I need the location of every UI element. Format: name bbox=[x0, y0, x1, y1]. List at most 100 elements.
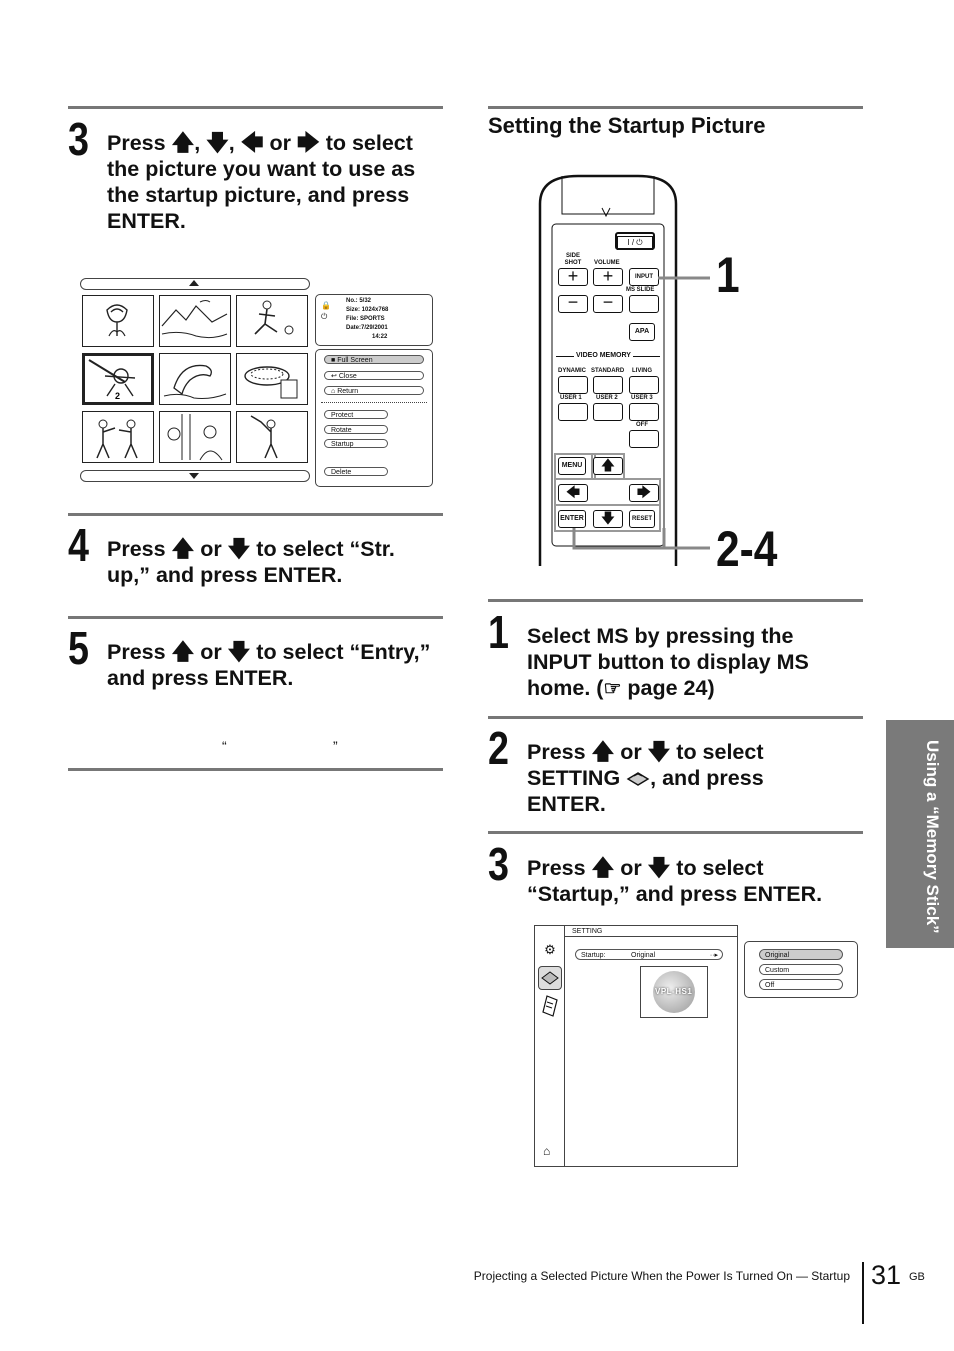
menu-startup[interactable]: Startup bbox=[324, 439, 388, 448]
side-shot-minus-button[interactable]: − bbox=[558, 293, 588, 313]
user3-button[interactable] bbox=[629, 403, 659, 421]
thumbnail-people[interactable] bbox=[159, 411, 231, 463]
step-number-5: 5 bbox=[68, 622, 89, 674]
option-off[interactable]: Off bbox=[759, 979, 843, 990]
word-press: Press bbox=[107, 131, 166, 155]
off-button[interactable] bbox=[629, 430, 659, 448]
picture-select-screen: 2 🔒 ⏻ No.: 5/32 Size: 1024x768 File: SPO… bbox=[80, 276, 433, 488]
option-custom[interactable]: Custom bbox=[759, 964, 843, 975]
region-label: GB bbox=[909, 1271, 925, 1283]
rule-right-step3 bbox=[488, 831, 863, 834]
logo-text: VPL-HS1 bbox=[655, 987, 693, 996]
arrow-up-icon: 🡅 bbox=[171, 130, 195, 155]
standard-button[interactable] bbox=[593, 376, 623, 394]
off-label: OFF bbox=[636, 422, 648, 428]
power-button[interactable]: I / ⏻ bbox=[615, 232, 655, 250]
side-shot-plus-button[interactable]: + bbox=[558, 267, 588, 286]
reset-button[interactable]: RESET bbox=[629, 510, 655, 528]
dynamic-button[interactable] bbox=[558, 376, 588, 394]
right-step2-instruction: Press 🡅 or 🡇 to select SETTING , and pre… bbox=[527, 739, 764, 816]
menu-full-screen[interactable]: ■ Full Screen bbox=[324, 355, 424, 364]
lock-icon: 🔒 bbox=[321, 301, 331, 310]
info-date: Date:7/29/2001 bbox=[346, 325, 388, 331]
menu-rotate[interactable]: Rotate bbox=[324, 425, 388, 434]
ms-home-icon[interactable]: ⚙ bbox=[544, 942, 556, 957]
apa-button[interactable]: APA bbox=[629, 323, 655, 341]
thumbnail-boxing[interactable] bbox=[82, 411, 154, 463]
startup-setting-row[interactable]: Startup:Original ··▸ bbox=[575, 949, 723, 960]
menu-return[interactable]: ⌂ Return bbox=[324, 386, 424, 395]
thumbnail-golf[interactable] bbox=[236, 411, 308, 463]
volume-plus-button[interactable]: + bbox=[593, 267, 623, 286]
page-number: 31 bbox=[871, 1260, 902, 1290]
triangle-down-icon bbox=[189, 473, 199, 479]
info-time: 14:22 bbox=[372, 334, 388, 340]
callout-lines bbox=[572, 276, 710, 550]
volume-minus-button[interactable]: − bbox=[593, 293, 623, 313]
rule-top-right bbox=[488, 106, 863, 109]
menu-button[interactable]: MENU bbox=[558, 457, 586, 475]
user2-button[interactable] bbox=[593, 403, 623, 421]
rule-right-step2 bbox=[488, 716, 863, 719]
setting-screen: SETTING ⚙ ⌂ Startup:Original ··▸ VPL-HS1 bbox=[534, 925, 738, 1167]
scroll-down-bar[interactable] bbox=[80, 470, 310, 482]
video-memory-label: VIDEO MEMORY bbox=[574, 352, 633, 359]
dynamic-label: DYNAMIC bbox=[558, 368, 586, 374]
right-arrow-button[interactable]: 🡆 bbox=[629, 484, 659, 502]
up-arrow-button[interactable]: 🡅 bbox=[593, 457, 623, 475]
setting-sidebar-divider bbox=[564, 926, 565, 1166]
right-step3-instruction: Press 🡅 or 🡇 to select “Startup,” and pr… bbox=[527, 855, 823, 906]
thumbnail-dolphin[interactable] bbox=[159, 353, 231, 405]
user1-button[interactable] bbox=[558, 403, 588, 421]
menu-delete[interactable]: Delete bbox=[324, 467, 388, 476]
menu-close[interactable]: ↩ Close bbox=[324, 371, 424, 380]
highlight-frame-bottom bbox=[554, 504, 661, 532]
user3-label: USER 3 bbox=[631, 395, 653, 401]
section-heading: Setting the Startup Picture bbox=[488, 113, 766, 138]
ms-slide-button[interactable] bbox=[629, 295, 659, 313]
enter-button[interactable]: ENTER bbox=[558, 510, 586, 528]
thumbnail-soccer[interactable] bbox=[236, 295, 308, 347]
thumbnail-flower[interactable] bbox=[82, 295, 154, 347]
side-tab-text: Using a “Memory Stick” bbox=[923, 740, 942, 934]
right-step-number-2: 2 bbox=[488, 722, 509, 774]
user1-label: USER 1 bbox=[560, 395, 582, 401]
startup-preview: VPL-HS1 bbox=[640, 966, 708, 1018]
scroll-up-bar[interactable] bbox=[80, 278, 310, 290]
down-arrow-button[interactable]: 🡇 bbox=[593, 510, 623, 528]
thumbnail-baseball-selected[interactable]: 2 bbox=[82, 353, 154, 405]
remote-control: I / ⏻ SIDE SHOT VOLUME + + INPUT MS SLID… bbox=[538, 174, 678, 566]
option-original[interactable]: Original bbox=[759, 949, 843, 960]
rule-step5 bbox=[68, 616, 443, 619]
power-icon: ⏻ bbox=[321, 312, 328, 321]
thumbnail-landscape[interactable] bbox=[159, 295, 231, 347]
step4-instruction: Press 🡅 or 🡇 to select “Str. up,” and pr… bbox=[107, 536, 395, 587]
quote-open: “ bbox=[222, 738, 227, 754]
arrow-up-icon: 🡅 bbox=[591, 739, 615, 764]
arrow-down-icon: 🡇 bbox=[227, 536, 251, 561]
left-arrow-button[interactable]: 🡄 bbox=[558, 484, 588, 502]
svg-text:2: 2 bbox=[115, 391, 120, 401]
living-label: LIVING bbox=[632, 368, 653, 374]
setting-title: SETTING bbox=[572, 928, 603, 935]
arrow-up-icon: 🡅 bbox=[591, 855, 615, 880]
arrow-down-icon: 🡇 bbox=[647, 739, 671, 764]
arrow-down-icon: 🡇 bbox=[227, 639, 251, 664]
triangle-up-icon bbox=[189, 280, 199, 286]
living-button[interactable] bbox=[629, 376, 659, 394]
setting-title-divider bbox=[565, 936, 737, 937]
callout-number-1: 1 bbox=[716, 247, 740, 303]
volume-label: VOLUME bbox=[594, 260, 620, 266]
thumbnail-pizza[interactable] bbox=[236, 353, 308, 405]
rule-right-step1 bbox=[488, 599, 863, 602]
rule-top-left bbox=[68, 106, 443, 109]
memory-stick-icon[interactable] bbox=[539, 994, 561, 1018]
menu-protect[interactable]: Protect bbox=[324, 410, 388, 419]
home-icon[interactable]: ⌂ bbox=[543, 1144, 551, 1158]
step-number-3: 3 bbox=[68, 113, 89, 165]
pointing-hand-icon: ☞ bbox=[603, 678, 622, 700]
setting-toolbox-icon[interactable] bbox=[538, 966, 562, 990]
logo-disc bbox=[653, 971, 695, 1013]
step5-instruction: Press 🡅 or 🡇 to select “Entry,” and pres… bbox=[107, 639, 431, 690]
toolbox-icon bbox=[626, 767, 650, 786]
